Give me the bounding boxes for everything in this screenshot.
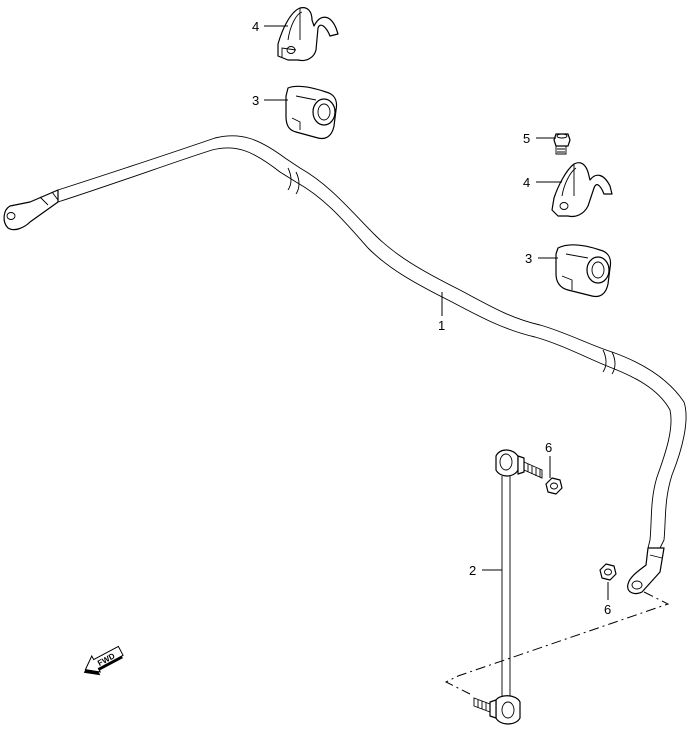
nut-bar-end bbox=[599, 563, 617, 581]
callout-clamp-top: 4 bbox=[252, 19, 259, 34]
bolt bbox=[553, 133, 571, 155]
callout-bushing-right: 3 bbox=[525, 251, 532, 266]
clamp-bracket-right bbox=[551, 162, 613, 218]
fwd-direction-badge: FWD bbox=[83, 645, 124, 676]
callout-nut-upper: 6 bbox=[545, 440, 552, 455]
callout-bolt: 5 bbox=[523, 131, 530, 146]
callout-bushing-top: 3 bbox=[252, 93, 259, 108]
leader-lines bbox=[264, 25, 609, 600]
bushing-right bbox=[555, 244, 612, 298]
bushing-top bbox=[285, 85, 338, 140]
clamp-bracket-top bbox=[277, 7, 339, 62]
callout-link: 2 bbox=[469, 563, 476, 578]
callout-clamp-right: 4 bbox=[523, 175, 530, 190]
nut-upper bbox=[545, 477, 563, 495]
stabilizer-bar bbox=[3, 135, 687, 595]
stabilizer-link bbox=[473, 449, 543, 725]
assembly-reference-lines bbox=[444, 591, 670, 695]
callout-labels: 4 3 5 4 3 1 6 2 6 bbox=[252, 19, 611, 617]
callout-stabilizer-bar: 1 bbox=[438, 318, 445, 333]
callout-nut-bar-end: 6 bbox=[604, 602, 611, 617]
